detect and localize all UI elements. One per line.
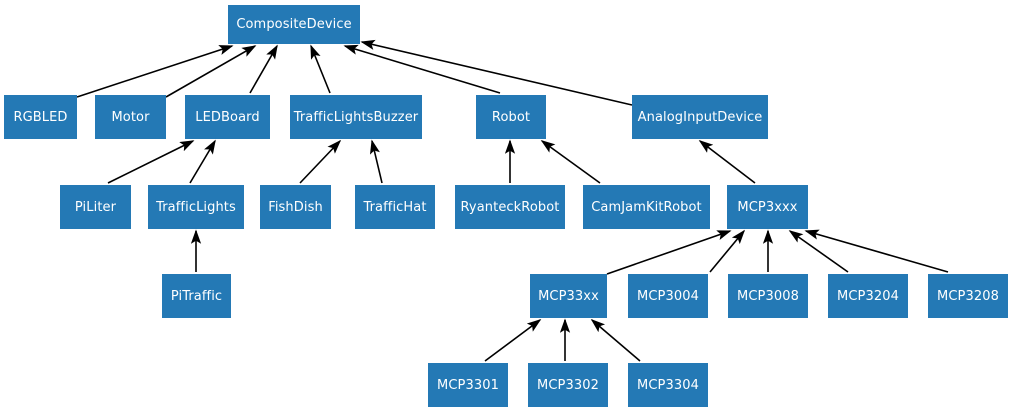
class-node-ledboard[interactable]: LEDBoard (185, 95, 270, 139)
class-node-label: TrafficHat (363, 199, 427, 215)
inheritance-arrow (299, 139, 342, 184)
class-node-label: MCP3304 (637, 377, 699, 393)
class-node-rgbled[interactable]: RGBLED (4, 95, 77, 139)
inheritance-arrow (788, 230, 849, 273)
inheritance-arrow (369, 139, 383, 184)
class-node-mcp3301[interactable]: MCP3301 (428, 363, 508, 407)
class-node-label: MCP3204 (837, 288, 899, 304)
inheritance-arrow (189, 139, 216, 184)
class-node-pitraffic[interactable]: PiTraffic (162, 274, 231, 318)
class-node-robot[interactable]: Robot (476, 95, 546, 139)
class-node-label: MCP3302 (537, 377, 599, 393)
class-node-trafficlightsbuzzer[interactable]: TrafficLightsBuzzer (290, 95, 422, 139)
class-node-label: LEDBoard (195, 109, 260, 125)
inheritance-arrow (484, 319, 542, 362)
class-node-label: MCP3008 (737, 288, 799, 304)
class-node-label: RyanteckRobot (460, 199, 560, 215)
inheritance-arrow (76, 45, 234, 98)
class-node-motor[interactable]: Motor (95, 95, 166, 139)
class-node-mcp3xxx[interactable]: MCP3xxx (727, 185, 808, 229)
inheritance-arrow (606, 230, 732, 275)
class-node-mcp3004[interactable]: MCP3004 (628, 274, 708, 318)
class-node-mcp3204[interactable]: MCP3204 (828, 274, 908, 318)
class-node-mcp3208[interactable]: MCP3208 (928, 274, 1008, 318)
class-node-compositedevice[interactable]: CompositeDevice (228, 5, 360, 44)
class-node-label: MCP3208 (937, 288, 999, 304)
class-node-label: CamJamKitRobot (591, 199, 702, 215)
class-node-label: MCP3301 (437, 377, 499, 393)
class-node-label: Robot (491, 109, 531, 125)
class-node-traffichat[interactable]: TrafficHat (355, 185, 435, 229)
inheritance-arrow (249, 44, 278, 94)
class-node-mcp3302[interactable]: MCP3302 (528, 363, 608, 407)
class-node-trafficlights[interactable]: TrafficLights (148, 185, 244, 229)
inheritance-arrow (165, 45, 257, 98)
class-node-mcp3008[interactable]: MCP3008 (728, 274, 808, 318)
class-node-label: PiLiter (74, 199, 117, 215)
class-node-camjamkitrobot[interactable]: CamJamKitRobot (583, 185, 710, 229)
inheritance-arrow (107, 140, 195, 184)
class-node-ryanteckrobot[interactable]: RyanteckRobot (455, 185, 565, 229)
class-node-mcp33xx[interactable]: MCP33xx (530, 274, 607, 318)
class-node-label: FishDish (268, 199, 323, 215)
class-node-fishdish[interactable]: FishDish (260, 185, 331, 229)
inheritance-arrow (540, 140, 601, 184)
inheritance-arrow (310, 44, 331, 94)
class-node-analoginputdevice[interactable]: AnalogInputDevice (632, 95, 768, 139)
inheritance-arrow (343, 44, 501, 94)
class-node-mcp3304[interactable]: MCP3304 (628, 363, 708, 407)
class-node-label: RGBLED (13, 109, 68, 125)
inheritance-arrow (709, 229, 746, 273)
class-node-label: PiTraffic (170, 288, 223, 304)
inheritance-arrow (698, 140, 756, 184)
inheritance-arrow (590, 318, 641, 362)
class-node-piliter[interactable]: PiLiter (60, 185, 131, 229)
class-node-label: AnalogInputDevice (637, 109, 763, 125)
class-node-label: CompositeDevice (236, 17, 352, 32)
class-node-label: MCP33xx (538, 288, 599, 304)
inheritance-arrow (804, 229, 949, 273)
class-node-label: TrafficLights (156, 199, 236, 215)
class-node-label: MCP3xxx (737, 199, 798, 215)
class-node-label: MCP3004 (637, 288, 699, 304)
class-node-label: Motor (111, 109, 150, 125)
class-node-label: TrafficLightsBuzzer (293, 109, 419, 125)
